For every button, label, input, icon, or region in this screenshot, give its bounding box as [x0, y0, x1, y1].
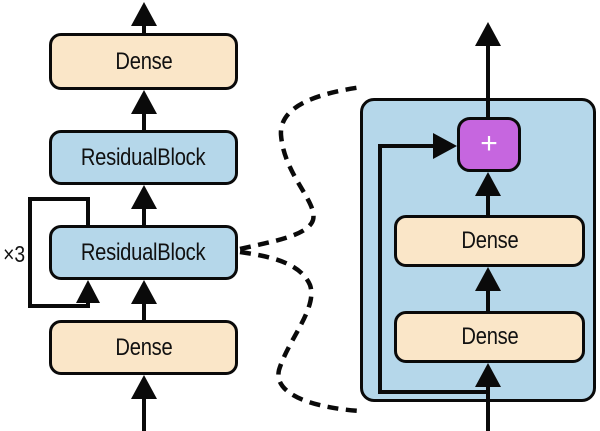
- dense-to-residual-arrowhead: [131, 280, 157, 304]
- left-output-arrowhead: [131, 2, 157, 26]
- callout-dash-upper: [239, 84, 363, 252]
- residual-block-repeated: ResidualBlock: [49, 225, 238, 280]
- residual-block-top: ResidualBlock: [49, 130, 238, 185]
- skip-connection-line: [378, 144, 488, 394]
- residual-to-residual-arrowhead: [131, 185, 157, 209]
- detail-dense-lower-block: Dense: [394, 311, 585, 363]
- add-node: +: [457, 117, 521, 172]
- detail-dense-to-dense-arrowhead: [475, 267, 501, 291]
- residual-block-repeated-label: ResidualBlock: [81, 238, 206, 266]
- skip-connection-arrowhead: [433, 133, 457, 159]
- output-dense-block: Dense: [49, 33, 238, 90]
- detail-dense-to-add-arrowhead: [475, 172, 501, 196]
- detail-dense-lower-label: Dense: [460, 323, 519, 350]
- repeat-loop-arrowhead: [76, 280, 100, 303]
- repeat-loop-line: [28, 197, 90, 308]
- output-dense-label: Dense: [114, 47, 173, 75]
- input-dense-block: Dense: [49, 320, 238, 375]
- input-dense-label: Dense: [114, 333, 173, 361]
- detail-dense-upper-block: Dense: [394, 215, 585, 267]
- residual-block-top-label: ResidualBlock: [81, 143, 206, 171]
- detail-input-arrowhead: [475, 363, 501, 387]
- detail-dense-upper-label: Dense: [460, 227, 519, 254]
- left-input-arrowhead: [131, 375, 157, 399]
- detail-output-arrowhead: [475, 22, 501, 46]
- callout-dash-lower: [239, 249, 361, 414]
- residual-to-dense-arrowhead: [131, 90, 157, 114]
- repeat-count-label: ×3: [2, 241, 26, 267]
- add-node-label: +: [480, 126, 498, 160]
